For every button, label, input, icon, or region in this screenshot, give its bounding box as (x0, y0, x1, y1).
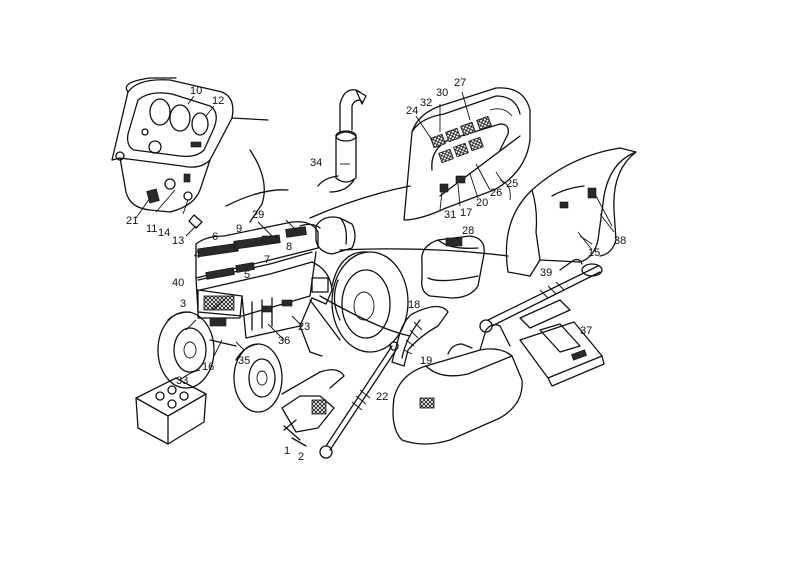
cover-box (421, 235, 485, 299)
battery (135, 369, 207, 445)
callout-29: 29 (252, 209, 264, 221)
callout-5: 5 (244, 269, 250, 281)
drawbar (519, 321, 605, 387)
callout-18: 18 (408, 299, 420, 311)
rear-wheel (331, 251, 409, 353)
hood-panel (403, 87, 531, 221)
callout-leaders (185, 91, 615, 357)
callout-22: 22 (376, 391, 388, 403)
pedal-assembly (281, 369, 345, 447)
callout-6: 6 (212, 231, 218, 243)
fender (505, 147, 637, 277)
callout-37: 37 (580, 325, 592, 337)
callout-36: 36 (278, 335, 290, 347)
callout-7: 7 (264, 254, 270, 266)
callout-23: 23 (298, 321, 310, 333)
fuel-tank (392, 324, 523, 445)
callout-28: 28 (462, 225, 474, 237)
callout-13: 13 (172, 235, 184, 247)
lift-rod (319, 341, 399, 459)
panel-controls (135, 149, 289, 237)
seat (299, 216, 356, 255)
callout-4: 4 (194, 249, 200, 261)
callout-35: 35 (238, 355, 250, 367)
callout-25: 25 (506, 178, 518, 190)
callout-30: 30 (436, 87, 448, 99)
callout-9: 9 (236, 223, 242, 235)
callout-27: 27 (454, 77, 466, 89)
front-wheels (157, 311, 283, 413)
callout-21: 21 (126, 215, 138, 227)
callout-2: 2 (298, 451, 304, 463)
callout-19: 19 (420, 355, 432, 367)
callout-1: 1 (284, 445, 290, 457)
callout-32: 32 (420, 97, 432, 109)
callout-17: 17 (460, 207, 472, 219)
instrument-panel (111, 77, 269, 213)
callout-20: 20 (476, 197, 488, 209)
callout-16: 16 (202, 361, 214, 373)
callout-24: 24 (406, 105, 418, 117)
callout-15: 15 (588, 247, 600, 259)
callout-26: 26 (490, 187, 502, 199)
callout-40: 40 (172, 277, 184, 289)
callout-31: 31 (444, 209, 456, 221)
muffler (317, 89, 367, 193)
callout-39: 39 (540, 267, 552, 279)
callout-38: 38 (614, 235, 626, 247)
callout-10: 10 (190, 85, 202, 97)
gear-segment (391, 305, 449, 367)
callout-34: 34 (310, 157, 322, 169)
callout-8: 8 (286, 241, 292, 253)
callout-12: 12 (212, 95, 224, 107)
callout-14: 14 (158, 227, 170, 239)
tractor-body (195, 221, 333, 357)
callout-33: 33 (176, 375, 188, 387)
top-link (479, 258, 603, 333)
callout-labels: 1 2 3 4 5 6 7 8 9 10 11 12 13 14 15 16 1… (126, 77, 626, 463)
callout-11: 11 (146, 223, 157, 235)
callout-3: 3 (180, 298, 186, 310)
